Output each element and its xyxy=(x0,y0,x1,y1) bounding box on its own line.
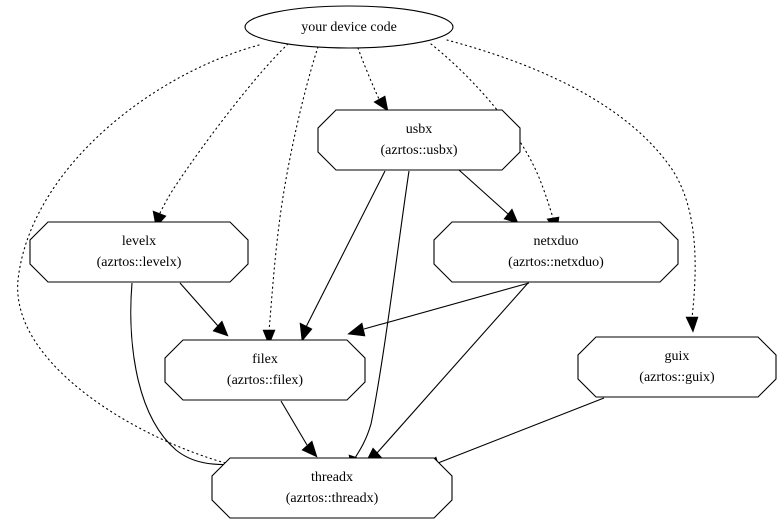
node-label-netxduo-package: (azrtos::netxduo) xyxy=(508,255,604,270)
node-usbx[interactable]: usbx (azrtos::usbx) xyxy=(317,109,521,171)
node-label-usbx-package: (azrtos::usbx) xyxy=(381,143,458,158)
node-label-netxduo-name: netxduo xyxy=(533,234,578,249)
node-layer: your device code usbx (azrtos::usbx) lev… xyxy=(29,5,777,519)
edge-device-guix xyxy=(446,39,699,333)
node-shape-octagon xyxy=(433,221,679,283)
node-shape-octagon xyxy=(164,339,366,401)
node-your-device-code[interactable]: your device code xyxy=(244,5,454,49)
node-shape-octagon xyxy=(577,336,777,398)
node-shape-ellipse xyxy=(244,5,454,49)
node-label-usbx-name: usbx xyxy=(406,122,432,137)
node-filex[interactable]: filex (azrtos::filex) xyxy=(164,339,366,401)
node-threadx[interactable]: threadx (azrtos::threadx) xyxy=(211,457,453,519)
node-guix[interactable]: guix (azrtos::guix) xyxy=(577,336,777,398)
edge-netxduo-filex xyxy=(347,282,530,337)
node-label-filex-name: filex xyxy=(252,352,278,367)
edge-levelx-filex xyxy=(179,282,229,337)
node-shape-octagon xyxy=(211,457,453,519)
node-levelx[interactable]: levelx (azrtos::levelx) xyxy=(29,221,249,283)
edge-guix-threadx xyxy=(421,397,605,470)
edge-usbx-netxduo xyxy=(458,169,519,224)
node-shape-octagon xyxy=(317,109,521,171)
node-shape-octagon xyxy=(29,221,249,283)
node-netxduo[interactable]: netxduo (azrtos::netxduo) xyxy=(433,221,679,283)
edge-device-filex xyxy=(262,46,319,346)
node-label-device: your device code xyxy=(301,20,397,35)
edge-usbx-filex xyxy=(299,170,386,342)
edge-device-usbx xyxy=(357,47,389,112)
edge-device-levelx xyxy=(152,43,289,228)
node-label-guix-name: guix xyxy=(665,349,690,364)
node-label-levelx-name: levelx xyxy=(122,234,156,249)
edge-usbx-threadx xyxy=(348,170,410,471)
node-label-levelx-package: (azrtos::levelx) xyxy=(97,255,182,270)
node-label-threadx-package: (azrtos::threadx) xyxy=(286,491,379,506)
node-label-filex-package: (azrtos::filex) xyxy=(227,373,304,388)
node-label-threadx-name: threadx xyxy=(311,470,353,485)
node-label-guix-package: (azrtos::guix) xyxy=(639,370,715,385)
edge-filex-threadx xyxy=(280,400,318,458)
